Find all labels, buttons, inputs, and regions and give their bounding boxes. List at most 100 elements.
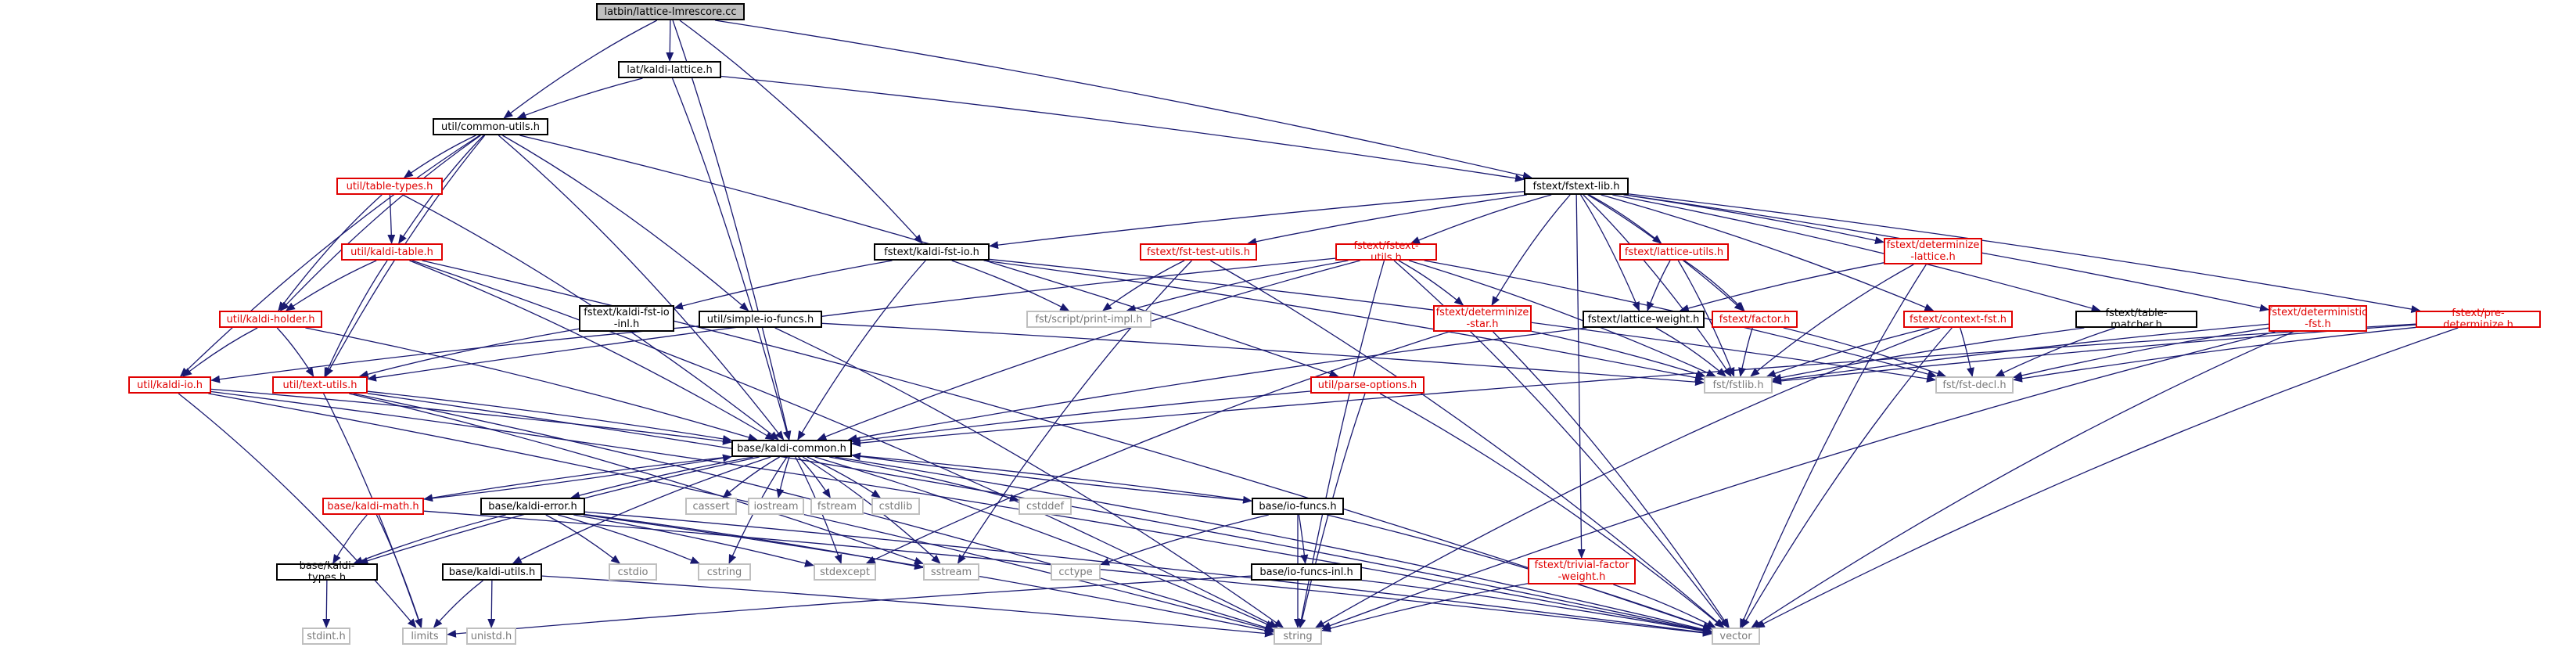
node-cstdio[interactable]: cstdio bbox=[609, 563, 657, 581]
node-fstext-deterministic-fst[interactable]: fstext/deterministic -fst.h bbox=[2268, 305, 2368, 332]
node-fstext-factor[interactable]: fstext/factor.h bbox=[1712, 311, 1798, 328]
node-stdexcept[interactable]: stdexcept bbox=[814, 563, 876, 581]
edge-fstext-table-matcher-to-fst-fstlib bbox=[1772, 327, 2085, 382]
edge-base-kaldi-error-to-vector bbox=[584, 511, 1712, 637]
edge-base-kaldi-error-to-cstring bbox=[557, 514, 700, 564]
node-fstext-pre-determinize[interactable]: fstext/pre-determinize.h bbox=[2416, 308, 2541, 331]
node-base-io-funcs-inl[interactable]: base/io-funcs-inl.h bbox=[1251, 563, 1362, 581]
edge-util-simple-io-funcs-to-fst-fstlib bbox=[821, 322, 1705, 387]
node-string[interactable]: string bbox=[1274, 628, 1322, 645]
node-fstext-kaldi-fst-io[interactable]: fstext/kaldi-fst-io.h bbox=[874, 243, 990, 261]
node-unistd[interactable]: unistd.h bbox=[466, 628, 516, 645]
node-fst-fst-decl[interactable]: fst/fst-decl.h bbox=[1935, 376, 2014, 394]
node-fstext-trivial-factor-weight[interactable]: fstext/trivial-factor -weight.h bbox=[1528, 558, 1636, 584]
edge-lat-kaldi-lattice-to-fstext-fstext-lib bbox=[720, 75, 1525, 182]
node-fstext-determinize-lattice[interactable]: fstext/determinize -lattice.h bbox=[1884, 238, 1982, 264]
edge-fstext-fstext-utils-to-base-kaldi-common bbox=[817, 260, 1360, 441]
edge-fstext-factor-to-fst-fst-decl bbox=[1783, 327, 1947, 377]
node-fstext-context-fst[interactable]: fstext/context-fst.h bbox=[1903, 311, 2013, 328]
edge-fstext-kaldi-fst-io-to-fst-script-print-impl bbox=[951, 260, 1070, 311]
node-stdint[interactable]: stdint.h bbox=[302, 628, 350, 645]
node-base-kaldi-common[interactable]: base/kaldi-common.h bbox=[731, 440, 852, 457]
edge-fstext-pre-determinize-to-fst-fst-decl bbox=[2013, 326, 2416, 383]
node-util-kaldi-holder[interactable]: util/kaldi-holder.h bbox=[219, 311, 322, 328]
edge-fstext-determinize-star-to-fst-fstlib bbox=[1531, 330, 1706, 378]
edge-fstext-kaldi-fst-io-to-fstext-kaldi-fst-io-inl bbox=[674, 260, 893, 310]
edge-fstext-determinize-lattice-to-fstext-lattice-weight bbox=[1679, 262, 1884, 312]
edge-fstext-deterministic-fst-to-vector bbox=[1751, 331, 2294, 628]
edge-base-kaldi-common-to-base-io-funcs bbox=[851, 455, 1252, 504]
edge-base-kaldi-common-to-fstream bbox=[798, 456, 831, 498]
node-fstext-determinize-star[interactable]: fstext/determinize -star.h bbox=[1433, 305, 1532, 332]
node-fstext-lattice-utils[interactable]: fstext/lattice-utils.h bbox=[1619, 243, 1729, 261]
node-iostream[interactable]: iostream bbox=[748, 498, 804, 515]
edge-root-to-fstext-fstext-lib bbox=[715, 20, 1532, 180]
edge-util-parse-options-to-vector bbox=[1379, 393, 1724, 628]
node-util-kaldi-table[interactable]: util/kaldi-table.h bbox=[341, 243, 443, 261]
node-base-kaldi-utils[interactable]: base/kaldi-utils.h bbox=[442, 563, 542, 581]
node-fstext-table-matcher[interactable]: fstext/table-matcher.h bbox=[2075, 308, 2197, 331]
node-fstext-fstext-utils[interactable]: fstext/fstext-utils.h bbox=[1335, 240, 1437, 264]
edge-base-io-funcs-to-cctype bbox=[1100, 514, 1269, 566]
edge-base-kaldi-math-to-limits bbox=[375, 514, 422, 628]
node-base-kaldi-math[interactable]: base/kaldi-math.h bbox=[322, 498, 424, 515]
edge-fstext-fstext-lib-to-fstext-pre-determinize bbox=[1628, 193, 2421, 314]
edge-util-kaldi-table-to-util-kaldi-holder bbox=[285, 260, 377, 311]
node-fstext-kaldi-fst-io-inl[interactable]: fstext/kaldi-fst-io -inl.h bbox=[579, 305, 674, 332]
node-util-simple-io-funcs[interactable]: util/simple-io-funcs.h bbox=[699, 311, 822, 328]
node-vector[interactable]: vector bbox=[1712, 628, 1760, 645]
edge-util-kaldi-holder-to-util-text-utils bbox=[276, 327, 314, 377]
edge-fstext-fst-test-utils-to-vector bbox=[1210, 260, 1725, 628]
node-cstddef[interactable]: cstddef bbox=[1019, 498, 1072, 515]
node-base-io-funcs[interactable]: base/io-funcs.h bbox=[1252, 498, 1344, 515]
edge-util-kaldi-holder-to-base-kaldi-common bbox=[305, 327, 758, 441]
edge-lat-kaldi-lattice-to-util-common-utils bbox=[516, 77, 643, 119]
node-sstream[interactable]: sstream bbox=[923, 563, 979, 581]
node-util-table-types[interactable]: util/table-types.h bbox=[336, 178, 443, 195]
node-fstream[interactable]: fstream bbox=[810, 498, 864, 515]
edge-base-io-funcs-inl-to-limits bbox=[447, 575, 1252, 638]
node-fstext-fst-test-utils[interactable]: fstext/fst-test-utils.h bbox=[1140, 243, 1257, 261]
node-cstdlib[interactable]: cstdlib bbox=[871, 498, 920, 515]
edge-util-common-utils-to-base-kaldi-common bbox=[498, 135, 785, 441]
edge-fstext-context-fst-to-fst-fst-decl bbox=[1960, 327, 1974, 377]
node-fst-script-print-impl[interactable]: fst/script/print-impl.h bbox=[1026, 311, 1151, 328]
edge-base-kaldi-common-to-string bbox=[814, 456, 1276, 628]
node-base-kaldi-types[interactable]: base/kaldi-types.h bbox=[276, 560, 378, 584]
edge-root-to-util-common-utils bbox=[503, 20, 658, 119]
edge-fstext-determinize-lattice-to-vector bbox=[1740, 264, 1927, 628]
node-util-parse-options[interactable]: util/parse-options.h bbox=[1310, 376, 1425, 394]
node-util-text-utils[interactable]: util/text-utils.h bbox=[272, 376, 368, 394]
edge-fstext-pre-determinize-to-vector bbox=[1755, 327, 2459, 628]
node-util-kaldi-io[interactable]: util/kaldi-io.h bbox=[128, 376, 211, 394]
edge-fstext-kaldi-fst-io-to-fst-fstlib bbox=[983, 260, 1705, 382]
node-cctype[interactable]: cctype bbox=[1051, 563, 1101, 581]
edge-util-kaldi-io-to-base-kaldi-common bbox=[210, 388, 732, 445]
node-lat-kaldi-lattice[interactable]: lat/kaldi-lattice.h bbox=[618, 61, 721, 78]
node-fst-fstlib[interactable]: fst/fstlib.h bbox=[1704, 376, 1773, 394]
edge-fstext-fstext-utils-to-fstext-determinize-star bbox=[1398, 260, 1464, 306]
edge-fstext-trivial-factor-weight-to-string bbox=[1321, 583, 1529, 632]
edge-base-kaldi-common-to-cstddef bbox=[829, 456, 1019, 502]
edge-fstext-deterministic-fst-to-fst-fst-decl bbox=[2013, 327, 2269, 379]
node-cstring[interactable]: cstring bbox=[698, 563, 751, 581]
node-fstext-lattice-weight[interactable]: fstext/lattice-weight.h bbox=[1583, 311, 1705, 328]
edge-util-kaldi-io-to-string bbox=[208, 393, 1274, 633]
node-fstext-fstext-lib[interactable]: fstext/fstext-lib.h bbox=[1524, 178, 1629, 195]
node-base-kaldi-error[interactable]: base/kaldi-error.h bbox=[480, 498, 585, 515]
edge-util-kaldi-io-to-vector bbox=[210, 390, 1712, 635]
node-cassert[interactable]: cassert bbox=[685, 498, 737, 515]
edge-lat-kaldi-lattice-to-base-kaldi-common bbox=[671, 77, 791, 441]
edge-fstext-lattice-utils-to-fstext-lattice-weight bbox=[1647, 260, 1671, 311]
edge-util-kaldi-holder-to-util-kaldi-io bbox=[182, 327, 258, 377]
edge-base-kaldi-math-to-base-kaldi-types bbox=[332, 514, 368, 564]
edge-util-common-utils-to-util-kaldi-io bbox=[179, 135, 480, 377]
edge-fstext-fstext-lib-to-fst-fstlib bbox=[1583, 194, 1732, 377]
edge-fstext-fstext-lib-to-fstext-context-fst bbox=[1601, 194, 1935, 311]
edge-base-kaldi-common-to-iostream bbox=[776, 456, 790, 498]
node-limits[interactable]: limits bbox=[402, 628, 447, 645]
node-util-common-utils[interactable]: util/common-utils.h bbox=[433, 118, 548, 135]
edge-fstext-context-fst-to-string bbox=[1315, 327, 1941, 628]
edge-fstext-fstext-utils-to-util-text-utils bbox=[367, 257, 1336, 382]
